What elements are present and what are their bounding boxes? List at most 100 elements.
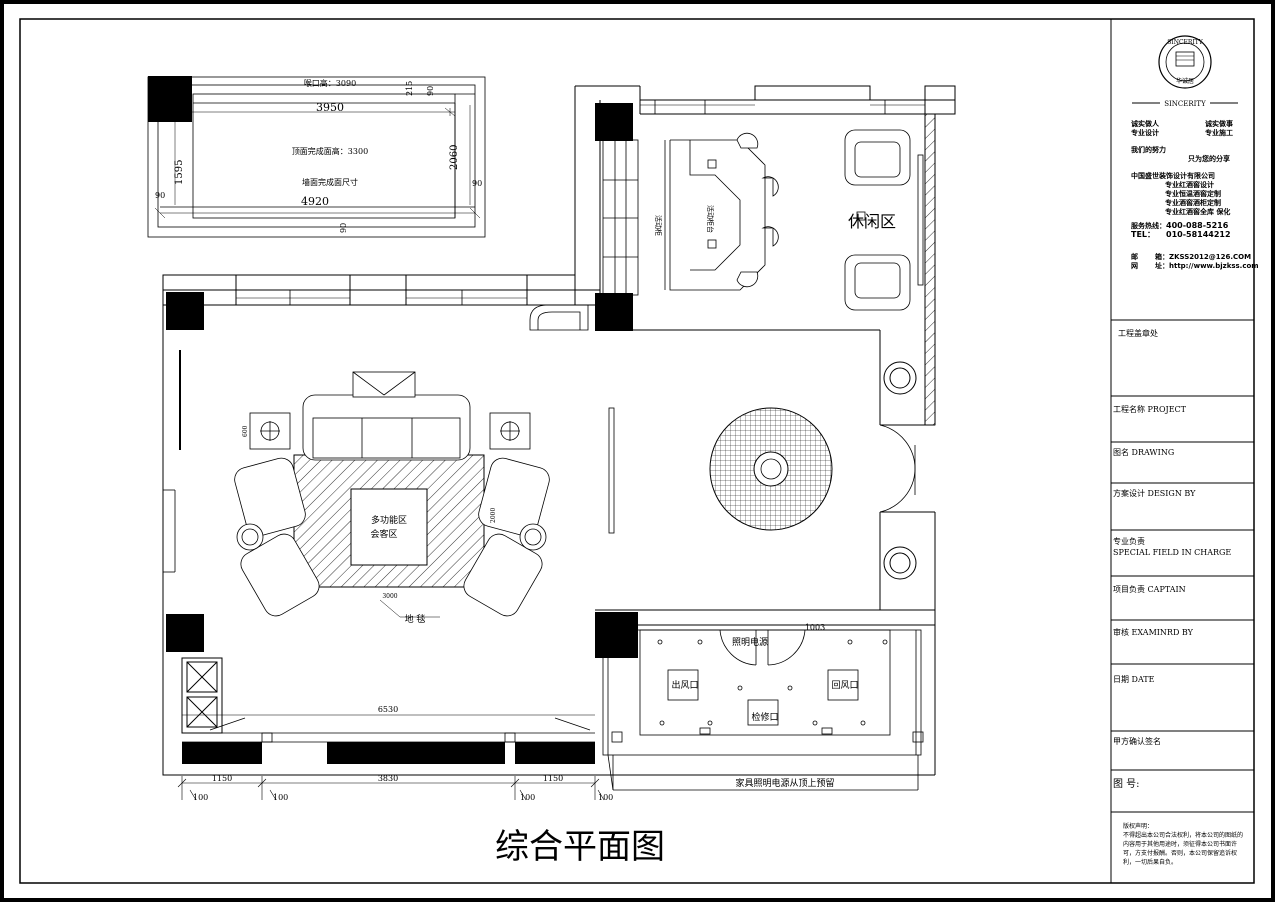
leisure-armchairs (844, 129, 911, 311)
slogan-2b: 专业施工 (1205, 129, 1233, 137)
special-field-2: SPECIAL FIELD IN CHARGE (1113, 548, 1232, 557)
captain-field: 项目负责 CAPTAIN (1113, 585, 1186, 594)
carpet-leader (379, 599, 401, 618)
column-5 (595, 612, 638, 658)
slogan-4: 只为您的分享 (1188, 155, 1230, 163)
dim-100-b: 100 (273, 793, 288, 802)
service-room (602, 629, 924, 791)
company-name: 中国盛世装饰设计有限公司 (1131, 172, 1215, 180)
window-mullions (289, 100, 886, 305)
zone-reception: 会客区 (370, 528, 397, 540)
copyright-title: 版权声明： (1123, 823, 1154, 830)
column-detail-1 (148, 76, 192, 122)
dim-3000: 3000 (382, 593, 397, 600)
column-2 (595, 103, 633, 141)
email-value: 箱：ZKSS2012@126.COM (1155, 253, 1252, 261)
dim-600: 600 (242, 425, 249, 437)
entry-arch (529, 304, 589, 331)
detail-dim-top: 3950 (316, 101, 344, 114)
service-2: 专业恒温酒窖定制 (1165, 190, 1221, 198)
dim-1150-right: 1150 (543, 774, 563, 783)
slogan-2a: 专业设计 (1131, 129, 1159, 137)
detail-plan (147, 76, 486, 238)
coffee-table (350, 488, 428, 566)
hotline-label: 服务热线： (1131, 222, 1166, 230)
web-value: 址：http://www.bjzkss.com (1155, 262, 1259, 270)
service-3: 专业酒窖酒柜定制 (1165, 199, 1221, 207)
logo-cn-text: 华诚居 (1176, 77, 1194, 85)
logo-arc-text: SINCERITY (1167, 39, 1204, 46)
client-sign-field: 甲方确认签名 (1113, 737, 1161, 746)
column-4 (166, 614, 204, 652)
detail-dim-small-3: 90 (472, 179, 482, 188)
stamp-field: 工程盖章处 (1118, 329, 1158, 338)
air-out-label: 出风口 (671, 679, 698, 691)
tel-label: TEL： (1131, 230, 1156, 239)
partition (608, 407, 615, 534)
zone-leisure: 休闲区 (848, 212, 896, 231)
dim-6530: 6530 (378, 705, 398, 714)
slogan-3: 我们的努力 (1131, 146, 1166, 154)
service-4: 专业红酒窖全库 保化 (1165, 208, 1231, 216)
detail-dim-right: 2060 (449, 145, 460, 170)
title-block (1110, 19, 1254, 883)
detail-dim-small-1: 215 (405, 81, 414, 96)
wall-segment-3 (515, 742, 595, 764)
service-1: 专业红酒窖设计 (1165, 181, 1214, 189)
wall-panel (917, 154, 924, 286)
zone-multifunction: 多功能区 (371, 514, 407, 526)
detail-beam-height: 喉口高：3090 (304, 78, 356, 88)
lighting-power-label: 照明电源 (732, 636, 768, 648)
dim-1003: 1003 (805, 623, 825, 632)
drawing-title: 综合平面图 (495, 827, 665, 867)
detail-dim-small-4: 90 (155, 191, 165, 200)
air-return-label: 回风口 (831, 680, 858, 691)
special-field-1: 专业负责 (1113, 537, 1145, 546)
column-1 (166, 292, 204, 330)
tel-number: 010-58144212 (1166, 230, 1231, 239)
round-grid-rug (709, 407, 833, 531)
copyright-notice: 版权声明： 不得超出本公司合法权利，将本公司的图纸的内容用于其他用途时，须征得本… (1123, 822, 1248, 867)
inner-border (19, 18, 1255, 884)
detail-dim-left: 1595 (174, 160, 185, 185)
sofa-set (234, 371, 550, 617)
dim-1150-left: 1150 (212, 774, 232, 783)
design-field: 方案设计 DESIGN BY (1113, 489, 1196, 498)
wall-segment-2 (327, 742, 505, 764)
carpet-label: 地 毯 (405, 613, 426, 625)
detail-wall-size: 墙面完成面尺寸 (302, 177, 358, 187)
drawing-number-field: 图 号: (1113, 779, 1140, 790)
email-label: 邮 (1131, 253, 1138, 261)
detail-ceiling-height: 顶面完成面高：3300 (292, 146, 368, 156)
bottom-wall-lines (182, 717, 595, 743)
bar-label-1: 活动柜 (654, 215, 663, 236)
dimension-lines (177, 714, 605, 801)
copyright-body: 不得超出本公司合法权利，将本公司的图纸的内容用于其他用途时，须征得本公司书面许可… (1123, 832, 1244, 866)
web-label: 网 (1131, 262, 1138, 270)
wall-hatch-right (924, 113, 936, 426)
bar-stools (736, 132, 779, 288)
detail-dim-small-2: 90 (426, 86, 435, 96)
access-panel-label: 检修口 (751, 711, 778, 723)
dim-3830: 3830 (378, 774, 398, 783)
logo-emblem (1132, 35, 1238, 104)
dim-100-c: 100 (520, 793, 535, 802)
project-field: 工程名称 PROJECT (1113, 405, 1187, 414)
furniture-note: 家具照明电源从顶上预留 (735, 777, 834, 789)
detail-dim-bottom: 4920 (301, 195, 329, 208)
shaft-boxes (181, 657, 223, 734)
wall-segment-1 (182, 742, 262, 764)
main-door (879, 424, 916, 513)
dim-100-a: 100 (193, 793, 208, 802)
hotline-number: 400-088-5216 (1166, 221, 1229, 230)
slogan-1a: 诚实做人 (1131, 120, 1159, 128)
ceiling-lights (657, 639, 888, 726)
date-field: 日期 DATE (1113, 675, 1155, 684)
drawing-name-field: 图名 DRAWING (1113, 448, 1175, 457)
dim-100-d: 100 (598, 793, 613, 802)
column-3 (595, 293, 633, 331)
round-planters (883, 361, 917, 580)
